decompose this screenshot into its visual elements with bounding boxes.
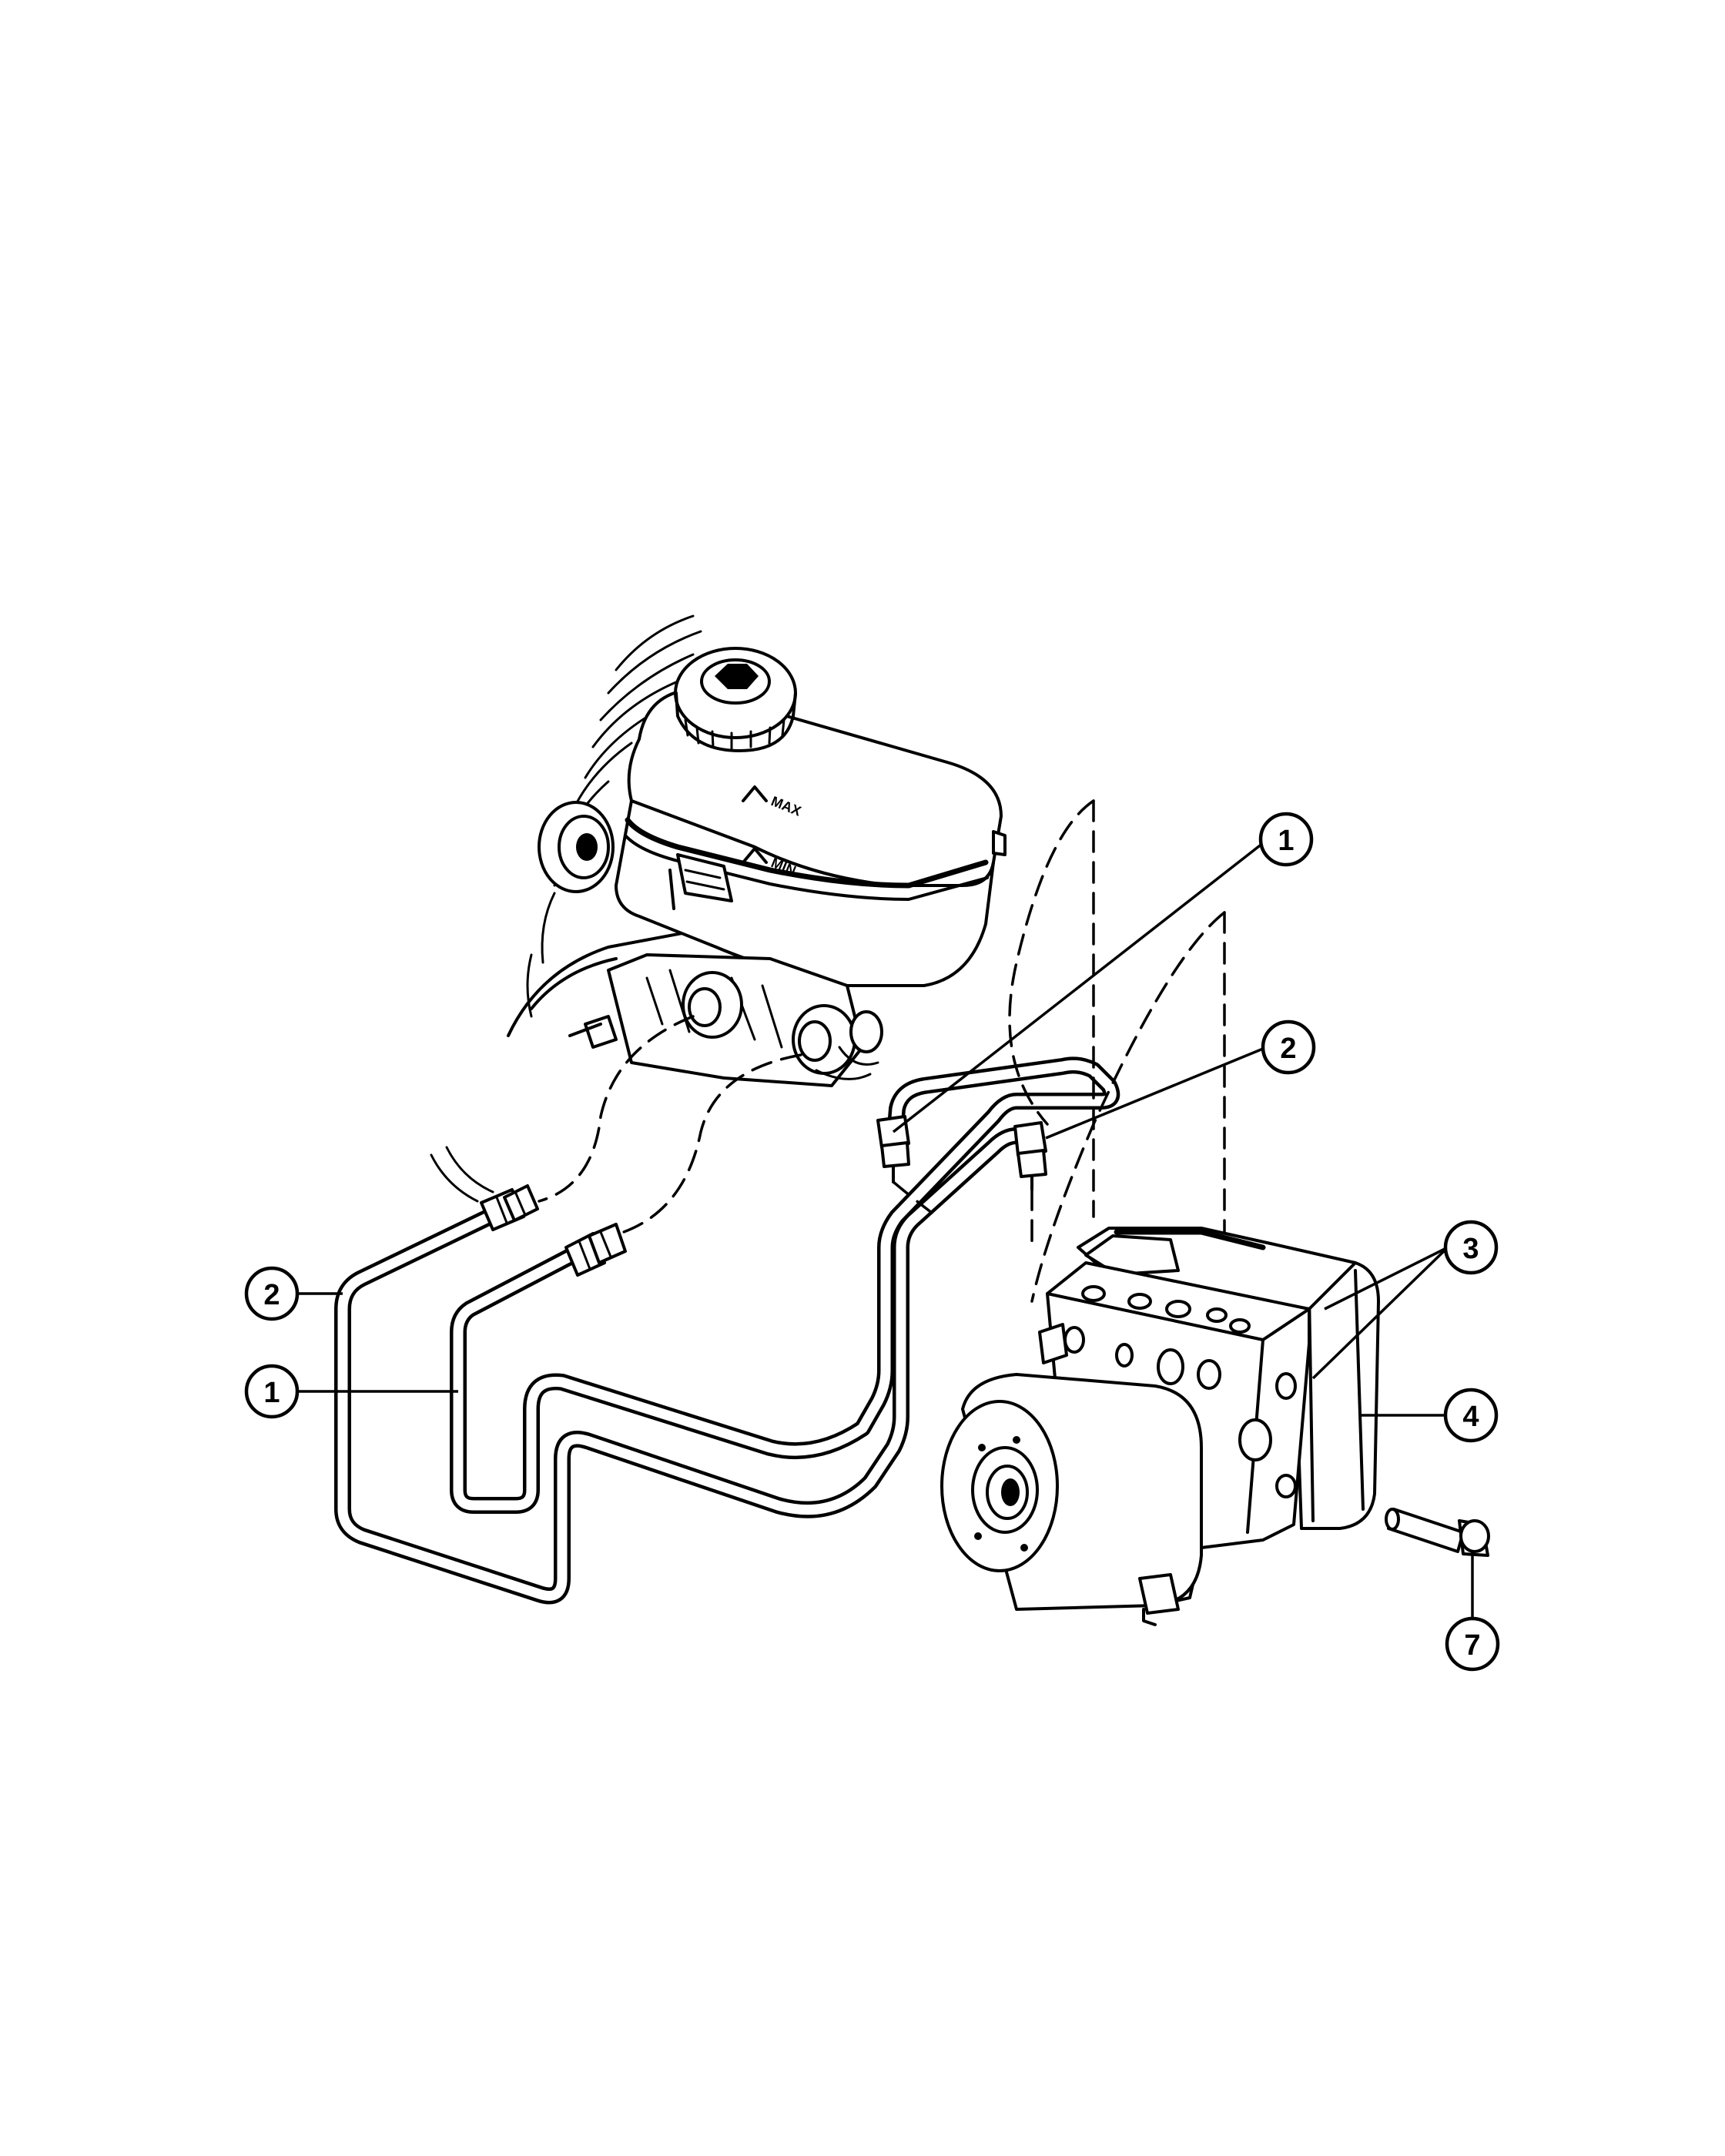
- tube-nut-line-2: [480, 1184, 539, 1231]
- brake-fluid-reservoir: MAX MIN: [615, 647, 1007, 987]
- svg-text:7: 7: [1464, 1629, 1480, 1662]
- brake-booster-background: [507, 614, 733, 1037]
- callout-3: 3: [1443, 1220, 1499, 1275]
- callout-1-upper: 1: [1258, 812, 1314, 867]
- svg-text:3: 3: [1462, 1233, 1479, 1265]
- svg-text:1: 1: [263, 1377, 280, 1409]
- brake-line-1-main: [450, 1056, 1120, 1514]
- vacuum-check-valve: [538, 801, 615, 893]
- leader-lines: [298, 842, 1474, 1617]
- callout-7: 7: [1445, 1616, 1500, 1672]
- tube-nut-upper-1: [876, 1115, 910, 1183]
- svg-text:4: 4: [1462, 1401, 1479, 1433]
- routing-dash-lines: [430, 799, 1226, 1303]
- callout-2-upper: 2: [1261, 1019, 1316, 1075]
- callout-1-left: 1: [244, 1364, 300, 1419]
- callout-2-left: 2: [244, 1266, 300, 1321]
- abs-control-unit: [940, 1227, 1380, 1626]
- svg-text:2: 2: [1280, 1033, 1296, 1065]
- brake-line-2-main: [334, 1127, 1040, 1605]
- tube-nut-upper-2: [1013, 1121, 1047, 1191]
- tube-nut-line-1: [564, 1223, 627, 1277]
- svg-text:1: 1: [1278, 825, 1294, 857]
- callout-4: 4: [1443, 1388, 1499, 1443]
- mounting-bolt: [1385, 1508, 1490, 1557]
- svg-text:2: 2: [263, 1279, 280, 1311]
- master-cylinder: [568, 953, 883, 1087]
